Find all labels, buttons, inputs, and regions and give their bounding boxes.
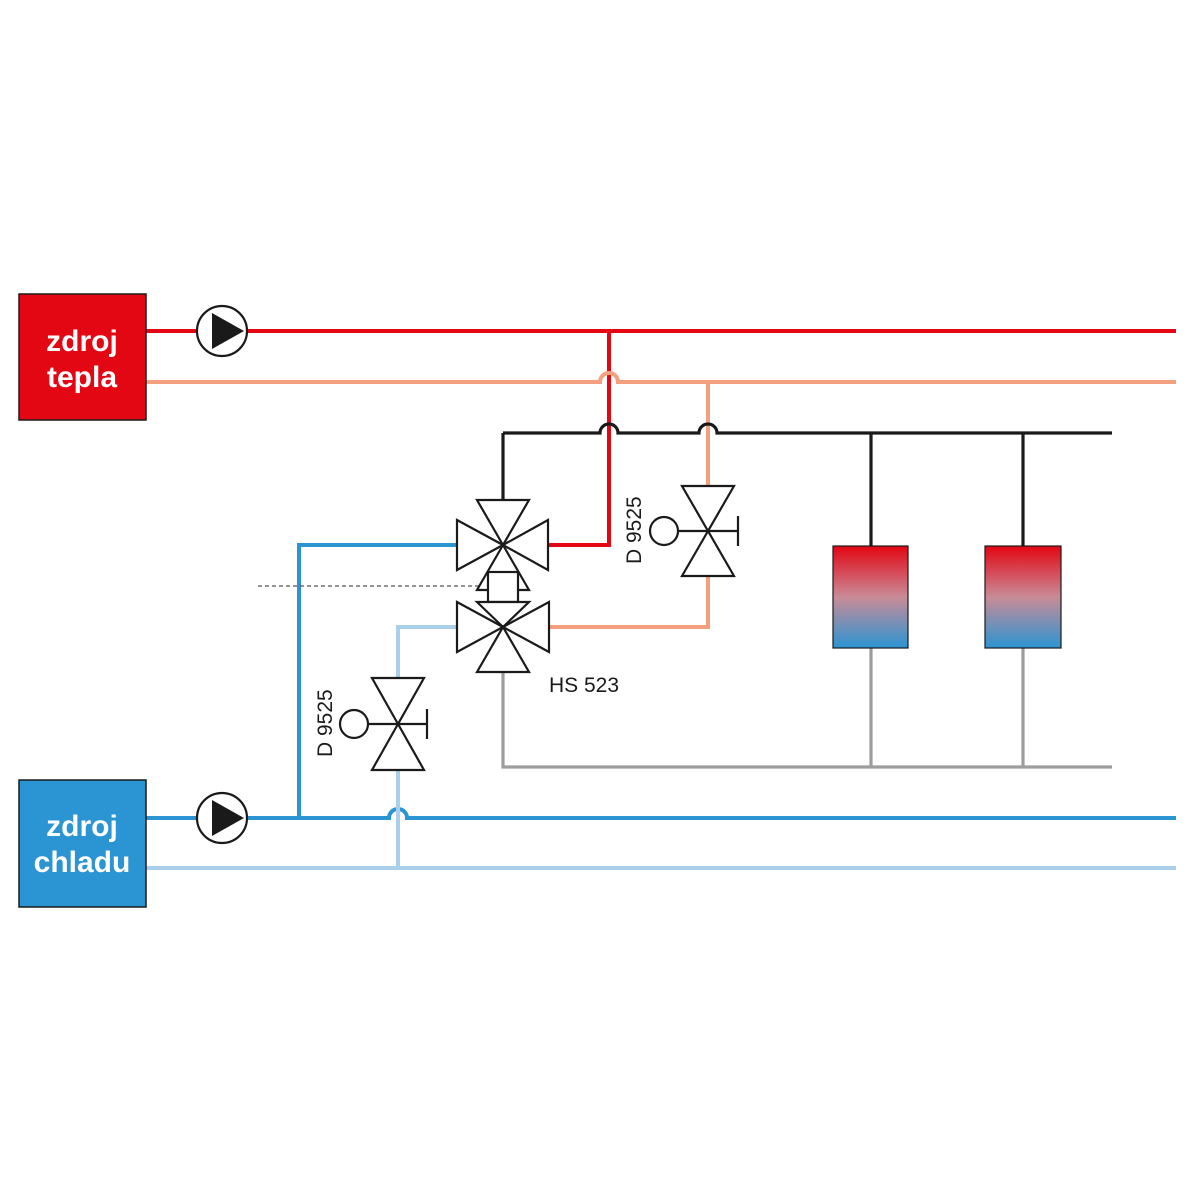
two-way-valve-icon [338, 676, 429, 772]
heat-exchanger-icon [832, 545, 909, 649]
six-way-valve-label: HS 523 [549, 674, 619, 697]
cold-source-label-line1: zdroj [46, 810, 118, 843]
heat-return-pipe [146, 371, 1176, 629]
cold-source-box: zdroj chladu [18, 779, 147, 908]
consumer-supply-pipe [501, 422, 1112, 546]
two-way-valve-icon [648, 484, 740, 578]
cold-source-label-line2: chladu [34, 846, 131, 879]
six-way-valve-icon [455, 498, 551, 674]
control-signal-line [258, 582, 488, 590]
heat-source-label-line2: tepla [47, 361, 117, 394]
pump-icon [195, 304, 249, 358]
heat-valve-label: D 9525 [623, 496, 646, 564]
heat-supply-pipe [146, 329, 1176, 547]
pump-icon [195, 791, 249, 845]
consumer-return-pipe [501, 648, 1112, 769]
heat-source-label-line1: zdroj [46, 325, 118, 358]
heat-exchanger-icon [984, 545, 1062, 649]
cold-return-pipe [146, 625, 1176, 870]
heat-source-box: zdroj tepla [18, 293, 147, 421]
cold-valve-label: D 9525 [314, 689, 337, 757]
